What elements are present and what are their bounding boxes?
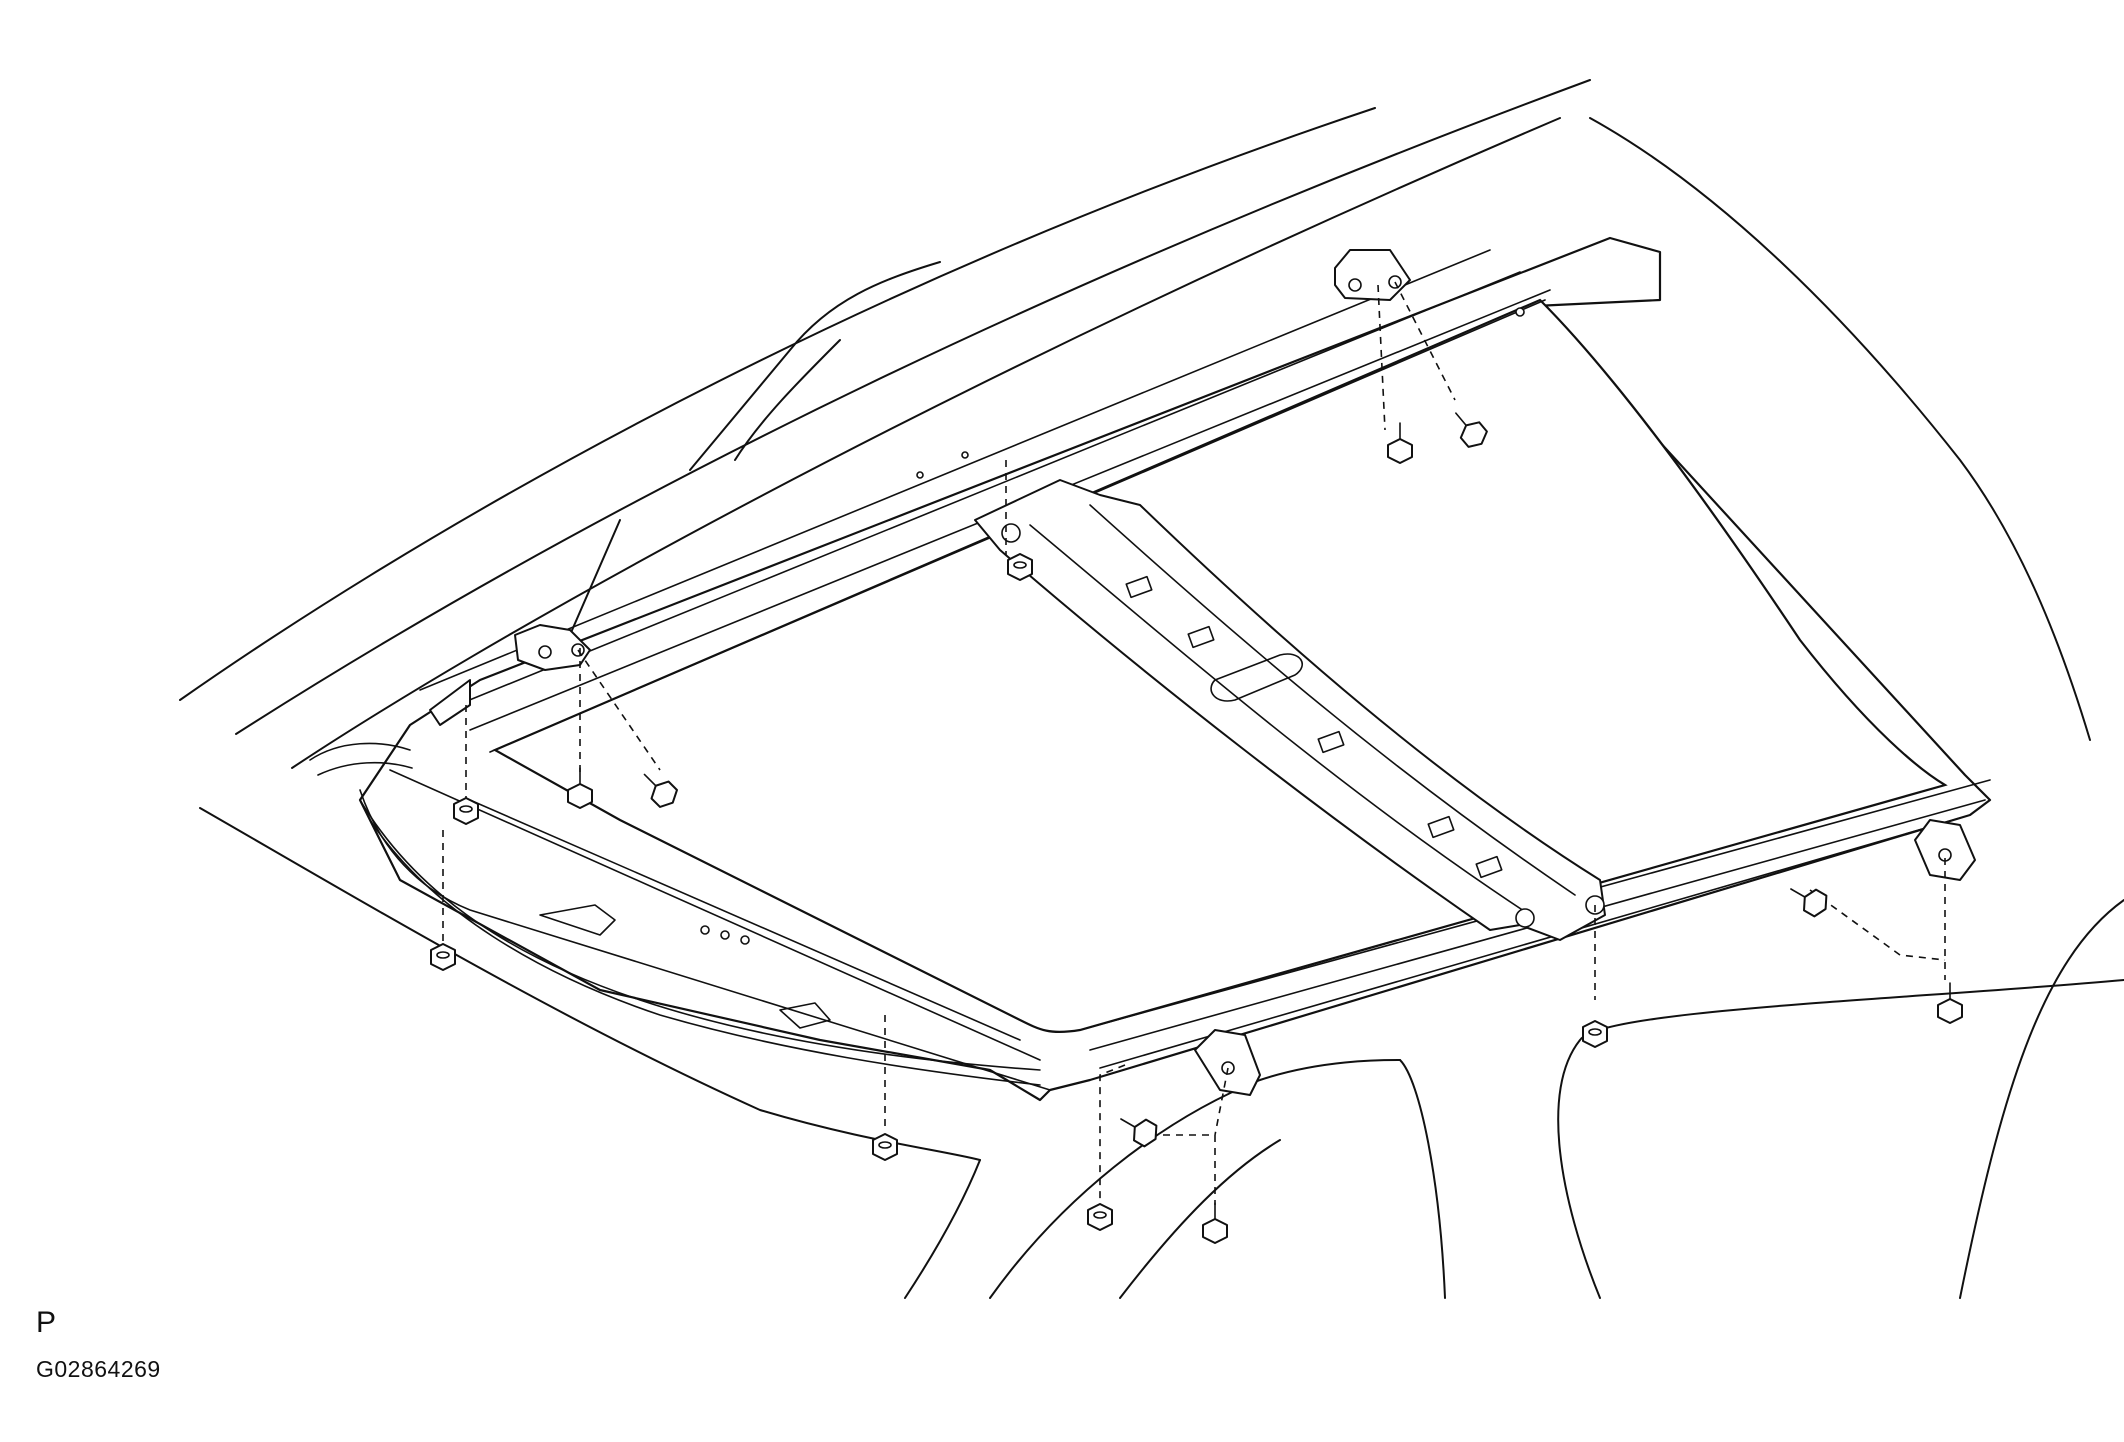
bracket-front-right — [1334, 249, 1411, 301]
bolt-icon — [1937, 982, 1963, 1024]
nut-icon — [1087, 1203, 1113, 1231]
nut-icon — [872, 1133, 898, 1161]
nut-icon — [1582, 1020, 1608, 1048]
reinforcement-cross-bar — [974, 479, 1606, 941]
installation-guide-lines — [442, 281, 1946, 1205]
nut-icon — [430, 943, 456, 971]
bracket-left — [514, 624, 591, 671]
mounting-brackets — [429, 249, 1976, 1096]
bolt-icon — [643, 773, 678, 808]
bolt-icon — [1120, 1118, 1158, 1148]
view-label: P — [36, 1306, 57, 1339]
fastener-bolts — [567, 412, 1963, 1244]
bolt-icon — [1455, 412, 1488, 448]
bracket-rear-left — [429, 679, 471, 726]
bolt-icon — [1202, 1202, 1228, 1244]
nut-icon — [1007, 553, 1033, 581]
bolt-icon — [567, 767, 593, 809]
fastener-nuts — [430, 553, 1608, 1231]
bolt-icon — [1387, 422, 1413, 464]
figure-id: G02864269 — [36, 1356, 161, 1382]
nut-icon — [453, 797, 479, 825]
roof-contour-lines — [179, 79, 2124, 1299]
bolt-icon — [1790, 888, 1828, 918]
